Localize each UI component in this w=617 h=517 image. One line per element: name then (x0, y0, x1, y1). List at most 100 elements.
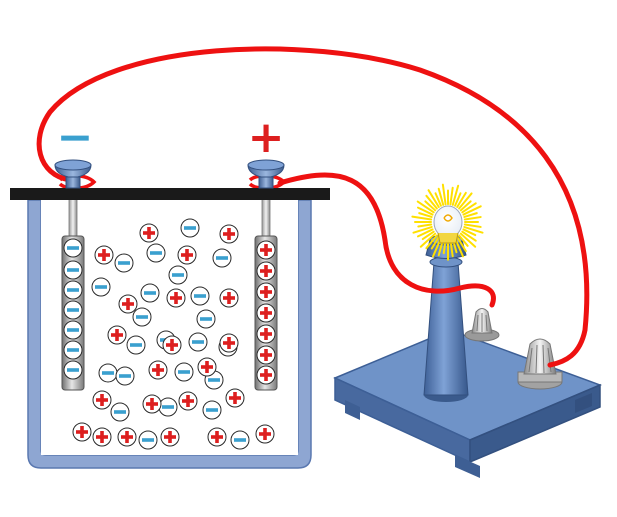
positive-ion (178, 391, 198, 411)
stand-foot-left (345, 400, 360, 420)
stand-side-face (469, 383, 601, 464)
glow-ray (441, 183, 447, 206)
glow-ray (411, 215, 433, 221)
negative-sign: − (57, 112, 94, 163)
glow-ray (430, 236, 440, 250)
terminal-negative (54, 159, 92, 189)
positive-ion (225, 388, 245, 408)
positive-ion (117, 427, 137, 447)
negative-ion (188, 332, 208, 352)
positive-ion (160, 427, 180, 447)
positive-ion (162, 335, 182, 355)
negative-ion (126, 335, 146, 355)
negative-ion (63, 360, 83, 380)
glow-ray (456, 191, 467, 208)
glow-ray (461, 230, 477, 242)
negative-ion (63, 340, 83, 360)
glow-ray (421, 230, 435, 241)
tank-lid (10, 188, 330, 200)
positive-ion (256, 365, 276, 385)
negative-ion (174, 362, 194, 382)
positive-ion (255, 424, 275, 444)
positive-ion (94, 245, 114, 265)
glow-ray (427, 189, 440, 208)
negative-ion (230, 430, 250, 450)
negative-ion (63, 280, 83, 300)
glow-ray (416, 200, 435, 214)
negative-ion (98, 363, 118, 383)
glow-ray (459, 200, 472, 212)
glow-ray (416, 228, 434, 238)
negative-ion (138, 430, 158, 450)
negative-ion (146, 243, 166, 263)
glow-ray (463, 226, 484, 234)
negative-ion (114, 253, 134, 273)
positive-ion (256, 261, 276, 281)
glow-ray (456, 236, 467, 253)
negative-ion (63, 260, 83, 280)
glow-ray (416, 206, 434, 216)
glow-ray (454, 192, 462, 207)
positive-sign: + (248, 112, 285, 163)
glow-ray (412, 226, 433, 234)
positive-ion (256, 345, 276, 365)
glow-ray (419, 232, 437, 248)
positive-ion (219, 224, 239, 244)
negative-ion (63, 320, 83, 340)
positive-ion (148, 360, 168, 380)
glow-ray (437, 187, 445, 206)
positive-ion (118, 294, 138, 314)
positive-ion (177, 245, 197, 265)
negative-ion (190, 286, 210, 306)
negative-ion (212, 248, 232, 268)
glow-ray (424, 200, 437, 212)
negative-ion (63, 238, 83, 258)
glow-ray (417, 223, 433, 228)
positive-ion (107, 325, 127, 345)
lamp-holder (423, 234, 469, 402)
positive-ion (197, 357, 217, 377)
glow-ray (425, 234, 438, 250)
negative-ion (180, 218, 200, 238)
glow-rays (411, 183, 484, 261)
negative-ion (63, 300, 83, 320)
glow-ray (462, 228, 477, 237)
positive-ion (92, 390, 112, 410)
positive-ion (92, 427, 112, 447)
glow-ray (463, 216, 482, 221)
ions (63, 218, 276, 450)
glow-ray (449, 186, 454, 206)
binding-post-icon (464, 308, 500, 342)
glow-ray (451, 184, 460, 206)
light-bulb-icon (411, 183, 484, 261)
glow-ray (425, 194, 438, 210)
negative-ion (110, 402, 130, 422)
positive-ion (72, 422, 92, 442)
glow-ray (434, 192, 442, 207)
negative-ion (202, 400, 222, 420)
glow-ray (459, 232, 477, 248)
glow-ray (458, 234, 469, 247)
negative-ion (158, 397, 178, 417)
positive-ion (256, 324, 276, 344)
negative-ion (196, 309, 216, 329)
positive-ion (142, 394, 162, 414)
positive-ion (219, 333, 239, 353)
negative-ion (132, 307, 152, 327)
stand-foot-right (575, 393, 592, 413)
negative-ion (91, 277, 111, 297)
stand-foot-front (455, 455, 480, 478)
glow-ray (463, 212, 478, 218)
glow-ray (458, 192, 473, 210)
positive-ion (256, 240, 276, 260)
glow-ray (418, 212, 433, 218)
negative-ion (115, 366, 135, 386)
negative-ion (140, 283, 160, 303)
glow-ray (461, 202, 477, 214)
positive-ion (139, 223, 159, 243)
positive-ion (207, 427, 227, 447)
glow-ray (463, 223, 482, 228)
wire-negative-to-post (36, 46, 590, 368)
